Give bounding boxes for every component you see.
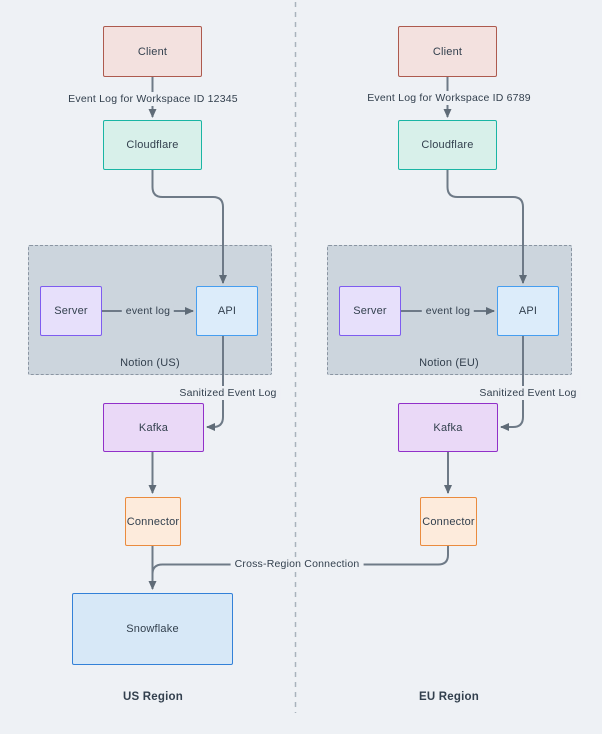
node-label: Server xyxy=(54,305,88,317)
region-title-us: US Region xyxy=(123,691,183,703)
edge-label-sanitized-event-log-eu: Sanitized Event Log xyxy=(475,386,581,400)
node-connector-eu: Connector xyxy=(420,497,477,546)
node-api-us: API xyxy=(196,286,258,336)
node-label: Client xyxy=(137,45,168,58)
node-label: API xyxy=(217,305,237,317)
node-label: Cloudflare xyxy=(126,139,179,151)
node-connector-us: Connector xyxy=(125,497,181,546)
edge-label-cross-region-connection: Cross-Region Connection xyxy=(230,557,364,571)
edge-label-event-log-us: event log xyxy=(121,304,175,318)
node-cloudflare-us: Cloudflare xyxy=(103,120,202,170)
edge-label-event-log-workspace-us: Event Log for Workspace ID 12345 xyxy=(64,92,242,106)
node-label: Connector xyxy=(422,515,475,528)
node-server-eu: Server xyxy=(339,286,401,336)
group-caption-notion-us: Notion (US) xyxy=(120,357,180,369)
node-label: Connector xyxy=(126,515,180,528)
edge-label-event-log-workspace-eu: Event Log for Workspace ID 6789 xyxy=(363,91,535,105)
region-title-eu: EU Region xyxy=(419,691,479,703)
node-label: Cloudflare xyxy=(421,139,474,151)
node-api-eu: API xyxy=(497,286,559,336)
node-cloudflare-eu: Cloudflare xyxy=(398,120,497,170)
node-label: Kafka xyxy=(138,421,169,434)
node-server-us: Server xyxy=(40,286,102,336)
node-label: API xyxy=(518,305,538,317)
node-label: Snowflake xyxy=(126,623,179,635)
node-kafka-eu: Kafka xyxy=(398,403,498,452)
node-snowflake-us: Snowflake xyxy=(72,593,233,665)
node-kafka-us: Kafka xyxy=(103,403,204,452)
node-client-eu: Client xyxy=(398,26,497,77)
group-caption-notion-eu: Notion (EU) xyxy=(419,357,479,369)
node-client-us: Client xyxy=(103,26,202,77)
edge-label-sanitized-event-log-us: Sanitized Event Log xyxy=(175,386,281,400)
node-label: Kafka xyxy=(433,421,463,434)
node-label: Client xyxy=(432,45,463,58)
node-label: Server xyxy=(353,305,387,317)
edge-label-event-log-eu: event log xyxy=(421,304,475,318)
